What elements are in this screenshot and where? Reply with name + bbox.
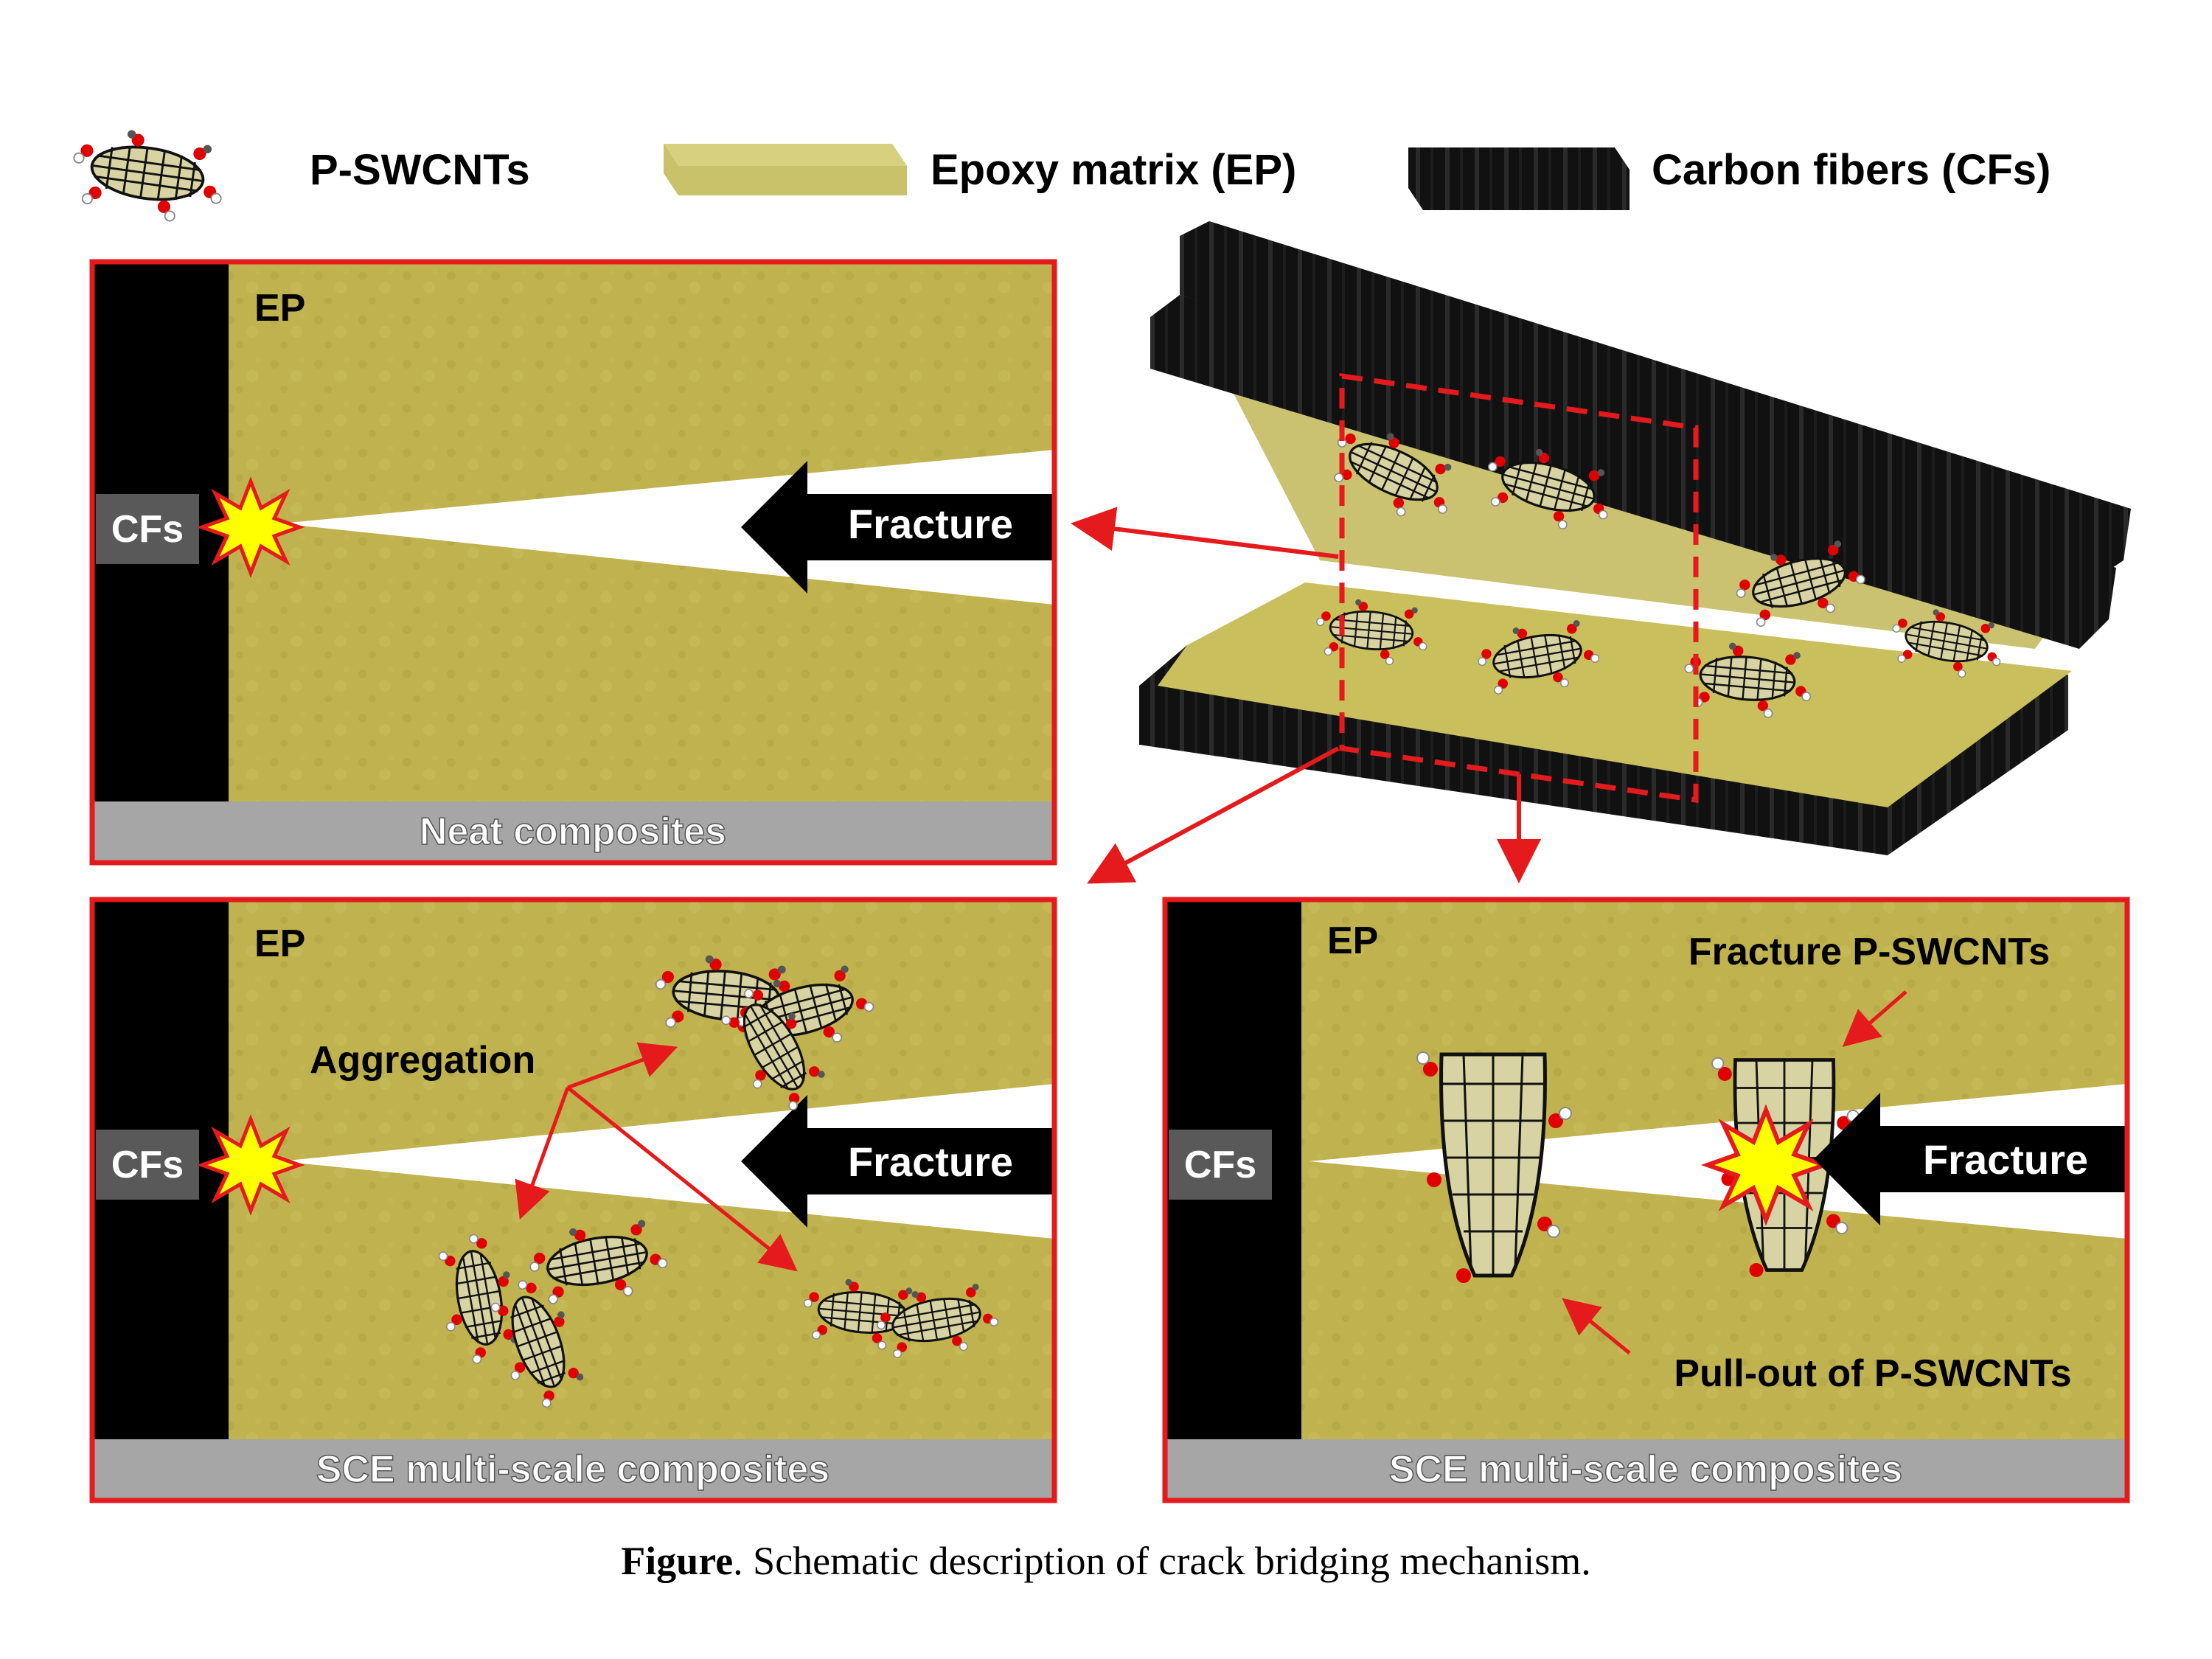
panel-aggregation: CFs EP Fracture Aggregation SCE multi-sc… (89, 897, 1057, 1503)
carbon-fiber-bar (1165, 900, 1301, 1500)
panel-neat: CFs EP Fracture Neat composites (89, 259, 1057, 866)
cfs-label: CFs (111, 1144, 184, 1186)
legend-swcnt-label: P-SWCNTs (310, 146, 530, 194)
footer-label: SCE multi-scale composites (316, 1448, 830, 1491)
fracture-label: Fracture (848, 501, 1013, 547)
fracture-arrow (1814, 1093, 2127, 1225)
panel-frame (89, 259, 1057, 866)
figure-caption: Figure. Schematic description of crack b… (621, 1539, 1591, 1583)
footer-label: SCE multi-scale composites (1389, 1448, 1902, 1491)
aggregation-arrow (566, 1086, 798, 1272)
cfs-box (96, 1130, 199, 1200)
legend-epoxy-label: Epoxy matrix (EP) (931, 146, 1296, 194)
cfs-box (1169, 1130, 1272, 1200)
cfs-label: CFs (1184, 1144, 1256, 1186)
fracture-spark-icon (202, 481, 299, 573)
selection-box (1339, 372, 1699, 804)
fracture-swcnt-arrow (1842, 990, 1907, 1047)
fracture-label: Fracture (1923, 1136, 2088, 1183)
caption-bold: Figure (621, 1539, 733, 1583)
footer-label: Neat composites (420, 810, 726, 853)
fracture-label: Fracture (848, 1138, 1013, 1185)
connector-arrows (1071, 507, 1541, 884)
fracture-spark-icon (202, 1119, 299, 1211)
aggregation-arrow (567, 1042, 678, 1090)
laminate-3d (1139, 221, 2131, 855)
panel-frame (1162, 897, 2130, 1503)
crack (280, 1084, 1054, 1239)
legend: P-SWCNTs Epoxy matrix (EP) Carbon fibers… (66, 121, 2051, 229)
ep-label: EP (254, 287, 305, 330)
fracture-swcnt-label: Fracture P-SWCNTs (1688, 931, 2050, 973)
top-fiber-layer (1180, 221, 2131, 575)
cfs-box (96, 494, 199, 564)
pullout-label: Pull-out of P-SWCNTs (1674, 1352, 2071, 1395)
ep-label: EP (254, 922, 305, 965)
fracture-spark-icon (1708, 1110, 1824, 1220)
caption-text: . Schematic description of crack bridgin… (733, 1539, 1591, 1583)
footer-bar (92, 801, 1054, 863)
arrow-to-neat (1071, 507, 1339, 559)
panel-bridging: CFs EP Fracture Fracture P-SWCNTs Pull-o… (1162, 897, 2130, 1503)
fracture-arrow (741, 461, 1054, 594)
aggregation-label: Aggregation (310, 1039, 535, 1082)
fracture-arrow (741, 1095, 1054, 1228)
carbon-fiber-bar (92, 900, 229, 1500)
pullout-arrow (1562, 1298, 1631, 1354)
legend-cf-label: Carbon fibers (CFs) (1652, 146, 2051, 194)
crack (280, 450, 1054, 605)
footer-bar (92, 1439, 1054, 1500)
panel-frame (89, 897, 1057, 1503)
fiber-legend-slab (1408, 147, 1630, 210)
aggregation-arrow (515, 1087, 570, 1220)
footer-bar (1165, 1439, 2127, 1500)
swcnt-legend-icon (66, 121, 231, 229)
arrow-to-aggregation (1087, 746, 1340, 884)
cfs-label: CFs (111, 508, 184, 551)
ep-label: EP (1327, 919, 1378, 962)
